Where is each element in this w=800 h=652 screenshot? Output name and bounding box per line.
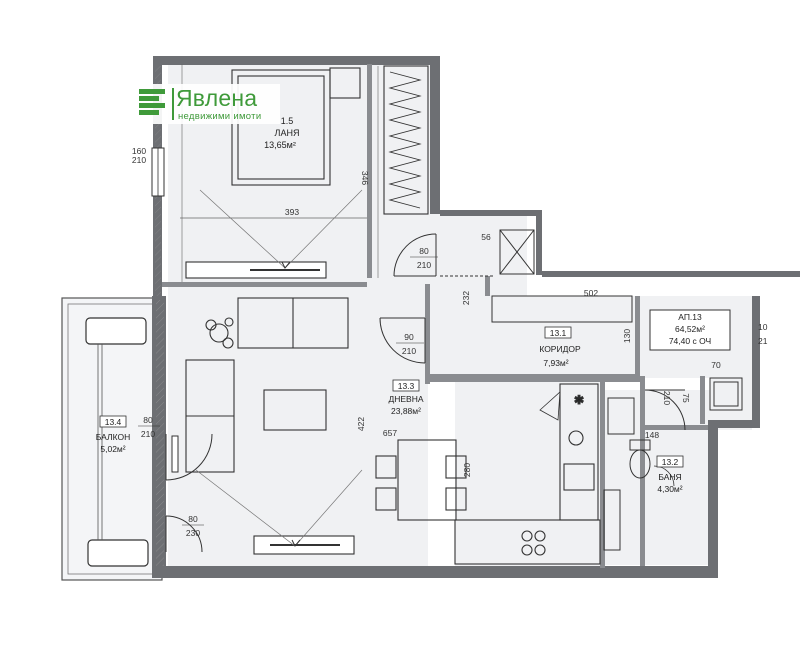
living-name: ДНЕВНА <box>388 394 423 404</box>
bedroom-window <box>151 147 165 197</box>
kitchen-counter <box>454 519 601 565</box>
chair <box>445 455 467 479</box>
kitchen-column <box>559 383 599 521</box>
dim-bedroom-door-w: 80 <box>419 246 429 256</box>
bath-code: 13.2 <box>662 457 679 467</box>
dim-living-width: 657 <box>383 428 397 438</box>
bath-fixtures <box>603 377 743 551</box>
balcony-name: БАЛКОН <box>96 432 130 442</box>
dim-56: 56 <box>481 232 491 242</box>
dim-corridor-width: 502 <box>584 288 598 298</box>
dim-living-door-w: 90 <box>404 332 414 342</box>
dim-balcony-door-w: 80 <box>143 415 153 425</box>
dim-living-door-h: 210 <box>402 346 416 356</box>
dim-bath-width: 148 <box>645 430 659 440</box>
dim-shaft-h: 210 <box>662 391 672 405</box>
dim-balcony-door2-h: 230 <box>186 528 200 538</box>
dim-232: 232 <box>461 291 471 305</box>
ac-unit-top <box>85 317 147 345</box>
bath-area: 4,30м² <box>657 484 682 494</box>
bedroom-door <box>393 233 437 277</box>
shaft <box>499 229 535 275</box>
apartment-gross-area: 74,40 с ОЧ <box>669 336 711 346</box>
dim-130: 130 <box>622 329 632 343</box>
apartment-code: АП.13 <box>678 312 702 322</box>
dining-table <box>397 439 457 521</box>
logo-name: Явлена <box>176 85 258 111</box>
wardrobe <box>383 65 429 215</box>
living-furniture: ✱ <box>185 297 601 565</box>
company-logo: Явлена недвижими имоти <box>134 84 280 124</box>
corridor-furniture <box>379 229 633 364</box>
living-code: 13.3 <box>398 381 415 391</box>
dim-75: 75 <box>681 393 691 403</box>
balcony-code: 13.4 <box>105 417 122 427</box>
logo-divider <box>172 88 174 120</box>
dim-280: 280 <box>462 463 472 477</box>
dim-balcony-door-h: 210 <box>141 429 155 439</box>
dim-living-height: 422 <box>356 417 366 431</box>
interior-walls <box>162 64 708 568</box>
balcony-area <box>61 297 163 581</box>
dim-bedroom-width: 393 <box>285 207 299 217</box>
apartment-net-area: 64,52м² <box>675 324 705 334</box>
svg-text:✱: ✱ <box>574 393 584 407</box>
bedroom-area: 13,65м² <box>264 140 296 150</box>
washing-machine <box>607 397 635 435</box>
living-area: 23,88м² <box>391 406 421 416</box>
chair <box>375 487 397 511</box>
corridor-code: 13.1 <box>550 328 567 338</box>
logo-bars-icon <box>139 89 165 115</box>
ac-unit-bottom <box>87 539 149 567</box>
dim-21: 21 <box>758 336 768 346</box>
dim-bedroom-door-h: 210 <box>417 260 431 270</box>
dim-shaft-w: 70 <box>711 360 721 370</box>
dim-balcony-door2-w: 80 <box>188 514 198 524</box>
corridor-name: КОРИДОР <box>539 344 581 354</box>
plant-icon <box>209 323 229 343</box>
logo-tagline: недвижими имоти <box>178 111 262 122</box>
bath-name: БАНЯ <box>658 472 681 482</box>
dim-window-210: 210 <box>132 155 146 165</box>
balcony-area: 5,02м² <box>100 444 125 454</box>
dim-window-160: 160 <box>132 146 146 156</box>
nightstand <box>329 67 361 99</box>
corridor-area: 7,93м² <box>543 358 568 368</box>
room-labels: 1.5 ЛАНЯ 13,65м² 13.1 КОРИДОР 7,93м² 13.… <box>96 116 731 494</box>
chair <box>445 487 467 511</box>
dim-bedroom-height: 346 <box>360 171 370 185</box>
shower <box>603 489 621 551</box>
dim-10: 10 <box>758 322 768 332</box>
dimension-labels: 393 346 502 657 422 148 56 232 130 280 7… <box>132 146 768 538</box>
shaft-bath <box>709 377 743 411</box>
bed <box>231 69 331 186</box>
coffee-table <box>263 389 327 431</box>
chair <box>375 455 397 479</box>
bedroom-name: ЛАНЯ <box>275 128 300 138</box>
balcony-doors <box>165 433 213 553</box>
bedroom-furniture <box>180 64 429 282</box>
bedroom-code: 1.5 <box>281 116 294 126</box>
